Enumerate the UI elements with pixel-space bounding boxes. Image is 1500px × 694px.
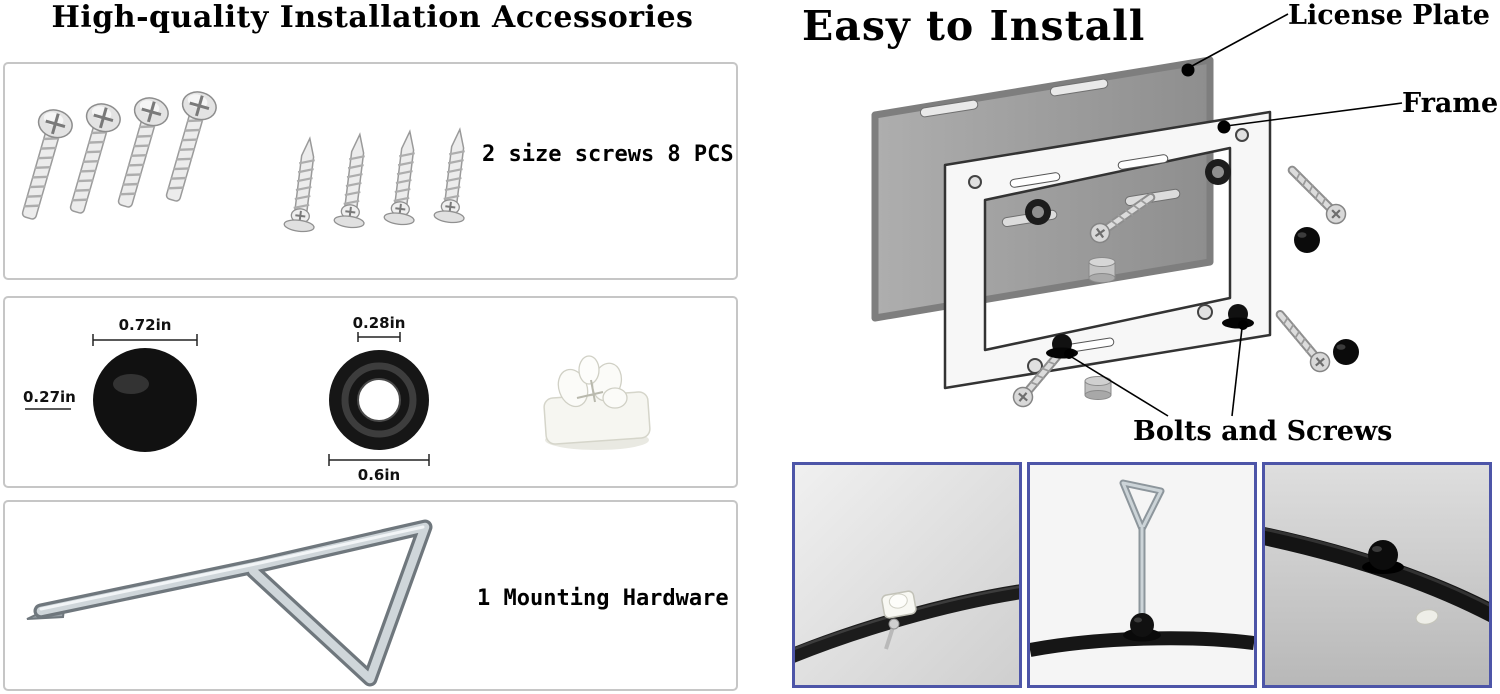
screw-cap-icon — [93, 348, 197, 452]
screws-box: 2 size screws 8 PCS — [3, 62, 738, 280]
plastic-nut-icon — [1415, 609, 1439, 625]
install-diagram — [871, 13, 1403, 417]
spacer-icon — [1088, 257, 1116, 283]
spacer-icon — [1084, 376, 1112, 400]
photo-hook-install-detail — [1027, 462, 1257, 688]
mounted-bolts — [1025, 159, 1231, 283]
grommet-hole-label: 0.28in — [353, 314, 406, 332]
self-tapping-screws-icon — [282, 126, 476, 235]
screws-illustration — [10, 86, 476, 235]
mounting-hardware-box: 1 Mounting Hardware — [3, 500, 738, 691]
cap-diameter-dimension — [92, 334, 198, 346]
screw-icon — [1273, 308, 1334, 375]
bolts-screws-label: Bolts and Screws — [1133, 416, 1393, 447]
screw-cap-photo-illustration — [1265, 465, 1489, 685]
license-plate-label: License Plate — [1288, 0, 1490, 31]
screw-icon — [1285, 163, 1349, 227]
plastic-nut-icon — [543, 355, 651, 450]
callout-dots — [1064, 63, 1248, 359]
grommet-figure: 0.28in 0.6in — [328, 314, 430, 484]
grommet-diameter-dimension — [328, 454, 430, 466]
mounting-hook-icon — [26, 519, 433, 687]
frame-graphic — [943, 110, 1272, 390]
cap-height-label: 0.27in — [23, 388, 76, 406]
screws-count-label: 2 size screws 8 PCS — [482, 142, 734, 167]
screw-cap-figure: 0.72in 0.27in — [23, 316, 198, 452]
screw-cap-icon — [1333, 339, 1359, 365]
frame-label: Frame — [1402, 88, 1499, 119]
mounting-hook-icon — [1119, 479, 1165, 621]
screw-cap-icon — [1362, 540, 1404, 574]
machine-screws-icon — [10, 86, 221, 225]
callout-lines — [1069, 13, 1403, 417]
grommet-diameter-label: 0.6in — [358, 466, 400, 484]
mounting-hardware-label: 1 Mounting Hardware — [477, 586, 729, 611]
photo-screw-cap-detail — [1262, 462, 1492, 688]
grommet-hole-dimension — [357, 332, 401, 342]
hook-install-photo-illustration — [1030, 465, 1254, 685]
install-title: Easy to Install — [802, 2, 1146, 50]
grommet-icon — [1123, 613, 1161, 642]
frame-nut-photo-illustration — [795, 465, 1019, 685]
plastic-nut-icon — [881, 590, 917, 619]
caps-box: 0.72in 0.27in 0.28in — [3, 296, 738, 488]
screw-icon — [884, 618, 900, 650]
accessories-title: High-quality Installation Accessories — [51, 0, 694, 35]
grommet-icon — [329, 350, 429, 450]
cap-diameter-label: 0.72in — [119, 316, 172, 334]
photo-frame-nut-detail — [792, 462, 1022, 688]
screw-cap-icon — [1294, 227, 1320, 253]
